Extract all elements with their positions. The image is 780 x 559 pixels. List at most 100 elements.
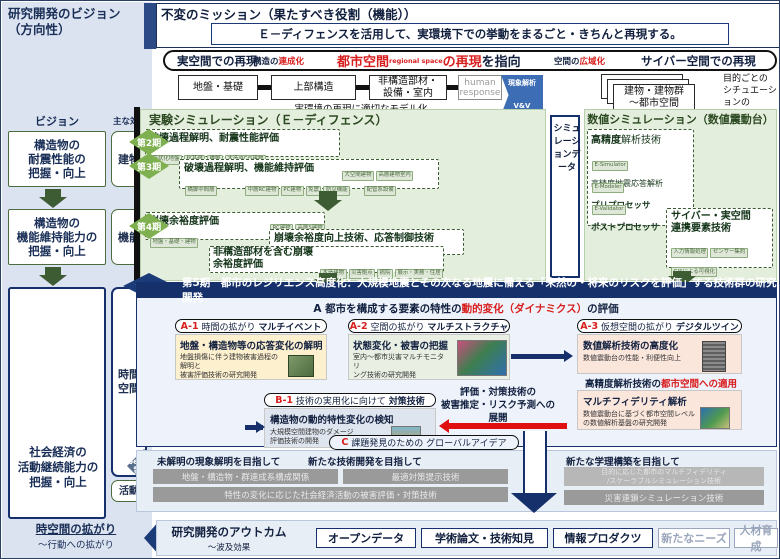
tag: 高層建物室内 [375,170,414,181]
beyond-bar-left-1: 地盤・構造物・群連成系構成関係 [153,469,338,484]
vision-arrow-2-head [39,275,67,286]
pill-a1-normal: 時間の拡がり [201,322,256,333]
card-multifidelity-title: マルチフィデリティ解析 [583,397,687,408]
model-box-superstructure: 上部構造 [271,75,356,100]
numerical-block-title: 高精度解析技術 [591,134,661,146]
card-b1-title: 構造物の動的特性変化の検知 [270,415,394,426]
section-a-post: の評価 [587,303,619,315]
card-a3-title: 数値解析技術の高度化 [583,341,679,352]
pill-b1-normal: 技術の実用化に向けて [295,396,386,407]
space-bar-integration-red: 連成化 [278,57,305,67]
section-a-red: 動的変化（ダイナミクス） [461,303,588,315]
spacetime-footer-main: 時空間の拡がり [35,522,117,536]
vision-pane-title: 研究開発のビジョン （方向性） [8,6,121,37]
card-multifidelity: マルチフィデリティ解析 数値震動台に基づく都市空間レベル の数値解析基盤の研究開… [577,390,742,430]
vision-box-3-label: 社会経済の 活動継続能力の 把握・向上 [17,444,99,489]
pill-c: C 課題発見のための グローバルアイデア [329,435,519,450]
navy-arrow-head [564,350,573,362]
pill-a1-code: A-1 [180,320,199,332]
red-arrow-stem [449,423,567,429]
outcome-button-new-needs[interactable]: 新たなニーズ [658,528,730,548]
beyond-header-2: 新たな技術開発を目指して [308,456,422,468]
space-bar-widening: 空間の広域化 [554,57,606,67]
experiment-block-1-title: 破壊過程解明、耐震性能評価 [149,133,279,144]
cyber-model-note: 目的ごとの シチュエーションの モデル化 [723,74,777,120]
beyond-bar-mid-1: 最適対策提示技術 [343,469,508,484]
tag: E-Validator [592,204,626,215]
pill-a3-normal: 仮想空間の拡がり [601,322,674,333]
outcome-button-open-data[interactable]: オープンデータ [316,528,416,548]
space-bar-urban-jp: 都市空間 [337,55,390,70]
model-link-3 [447,85,458,90]
beyond-header-1: 未解明の現象解明を目指して [157,456,281,468]
vision-arrow-2-stem [45,267,61,276]
card-a1-image-icon [288,355,314,377]
outcome-title-block: 研究開発のアウトカム ～波及効果 [164,525,294,553]
outcome-big-arrow [511,431,557,513]
phase5-header: 第5期 都市のレジリエンス高度化：大規模地震とその次なる地震に備える「未然の・将… [136,277,777,304]
experiment-arrow-1-head [314,200,342,211]
model-box-human-response: human response [458,75,502,100]
sim-data-label: シミュレーションデータ [553,124,581,173]
vision-box-3: 社会経済の 活動継続能力の 把握・向上 [8,287,106,519]
outcome-subtitle: ～波及効果 [207,543,251,553]
tag: PC建物 [280,185,304,196]
outcome-button-info-products[interactable]: 情報プロダクツ [553,528,653,548]
space-bar-integration: 構造の連成化 [253,57,305,67]
navy-arrow-b1-head [256,421,265,433]
vision-box-1: 構造物の 耐震性能の 把握・向上 [8,131,106,187]
applied-pre: 高精度解析技術の [584,378,661,390]
card-a2: 状態変化・被害の把握 室内～都市災害マルチモニタリ ング技術の研究開発 [348,334,510,380]
sim-data-strip: シミュレーションデータ [550,115,581,278]
pill-c-code: C [341,437,349,448]
pill-a2: A-2 空間の拡がり マルチストラクチャ [348,319,510,333]
vision-arrow-1-head [39,197,67,208]
card-a1: 地盤・構造物等の応答変化の解明 地盤損傷に伴う建物被害過程の解明と 被害評価技術… [175,334,327,380]
tag: 展示・実務・住居 [394,268,444,279]
vision-column-header: ビジョン [35,115,79,128]
tool-1: E-Simulator 高精度地震応答解析 [591,151,663,190]
card-a2-image-icon [457,340,507,376]
pill-a2-code: A-2 [349,320,368,332]
tag: E-Modeler [592,182,625,193]
navy-arrow-stem [511,354,565,359]
spacetime-footer-sub: ～行動への拡がり [37,540,114,551]
space-bar-urban-tail: の再現を指向 [442,55,521,70]
numerical-block-cyber [666,208,773,268]
outcome-button-human-resources[interactable]: 人材育成 [734,524,778,553]
vertical-divider [134,107,140,282]
outcome-button-papers[interactable]: 学術論文・技術知見 [421,528,548,548]
experiment-block-4-title: 崩壊余裕度向上技術、応答制御技術 [274,233,434,244]
card-a3: 数値解析技術の高度化 数値震動台の性能・利便性向上 [577,334,742,374]
tag: 橋脚中間層 [185,185,217,196]
pill-c-label: 課題発見のための グローバルアイデア [351,439,507,449]
tag: E-Simulator [592,160,629,171]
space-bar-cyber: サイバー空間での再現 [641,53,756,68]
pill-b1-bold: 対策技術 [388,396,425,407]
tag: 大空間建物 [342,170,374,181]
card-b1-desc: 大規模空間建物のダメージ 評価技術の開発 [270,428,354,445]
card-a2-desc: 室内～都市災害マルチモニタリ ング技術の研究開発 [353,353,444,379]
card-a1-desc: 地盤損傷に伴う建物被害過程の解明と 被害評価技術の研究開発 [180,353,278,379]
target-column-header: 主な対象 [112,117,147,127]
tag: センサー集約 [710,247,748,258]
experiment-block-3-title: 崩壊余裕度評価 [149,216,219,227]
card-multifidelity-image-icon [700,407,730,429]
cyber-block-title: サイバー・実空間 連携要素技術 [671,211,751,234]
model-box-nonstructural: 非構造部材・ 設備・室内 [369,75,447,100]
model-link-1 [258,85,271,90]
target-box-spacetime-label: 時間 空間 [118,368,140,395]
pill-a1: A-1 時間の拡がり マルチイベント [175,319,327,333]
experiment-panel-title: 実験シミュレーション（Ｅ－ディフェンス） [149,112,388,127]
pill-b1-code: B-1 [275,394,293,406]
pill-b1: B-1 技術の実用化に向けて 対策技術 [264,393,436,407]
beyond-header-3: 新たな学理構築を目指して [566,456,680,468]
experiment-arrow-2-stem [319,273,337,280]
tag: 病院 [377,268,393,279]
applied-label: 高精度解析技術の都市空間への適用 [571,376,751,390]
numerical-arrow-stem [673,271,691,277]
pill-a1-bold: マルチイベント [258,322,322,333]
